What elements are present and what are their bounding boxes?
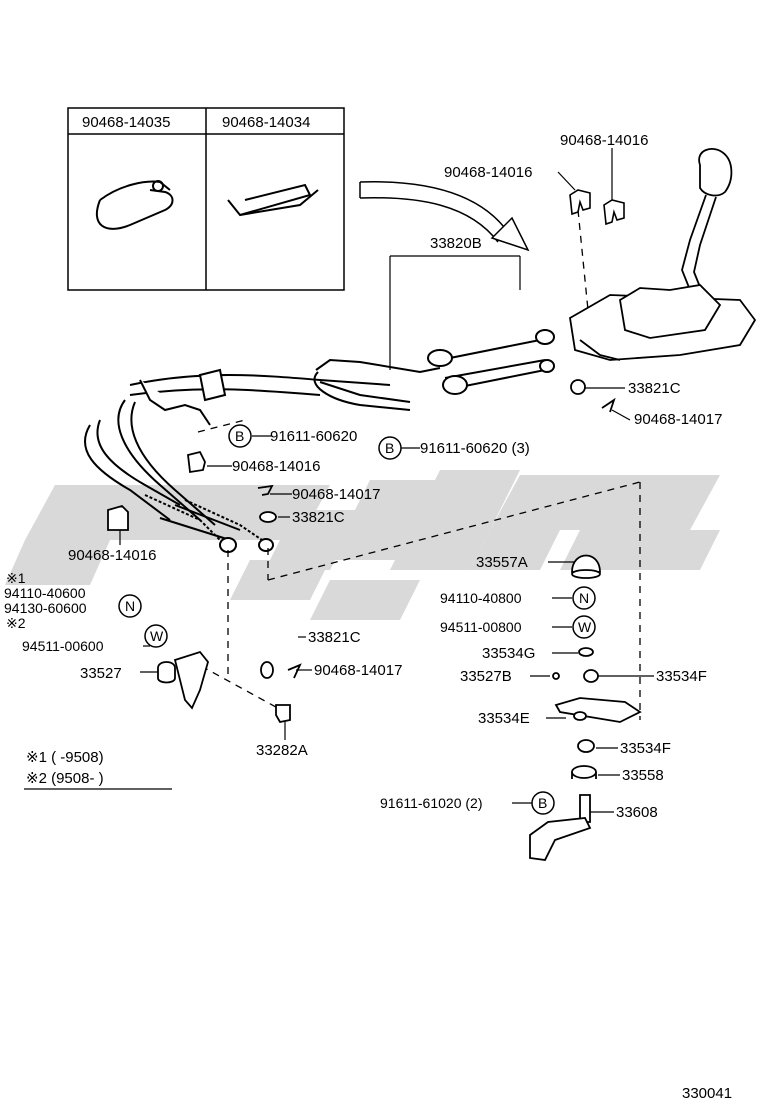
label-33821c-left: 33821C — [292, 509, 345, 526]
note-mark-1: ※1 — [6, 570, 26, 586]
inset-label-right: 90468-14034 — [222, 114, 310, 131]
symbol-b-2: B — [385, 440, 394, 456]
symbol-w-2: W — [578, 619, 592, 635]
label-91611-60620-mid: 91611-60620 (3) — [420, 440, 530, 457]
label-90468-14017-left: 90468-14017 — [292, 486, 380, 503]
small-parts-right — [529, 554, 642, 861]
shift-cable-drawing — [84, 329, 555, 553]
label-33821c-top: 33821C — [628, 380, 681, 397]
symbol-w-1: W — [150, 628, 164, 644]
legend-line-2: ※2 (9508- ) — [26, 770, 104, 787]
label-33534f-bottom: 33534F — [620, 740, 671, 757]
small-parts-left — [107, 379, 616, 724]
label-90468-14016-top-right: 90468-14016 — [560, 132, 648, 149]
label-33527b: 33527B — [460, 668, 512, 685]
label-90468-14016-left: 90468-14016 — [232, 458, 320, 475]
label-90468-14017-low: 90468-14017 — [314, 662, 402, 679]
diagram-id: 330041 — [682, 1085, 732, 1102]
inset-box — [67, 107, 345, 291]
label-94130-60600: 94130-60600 — [4, 600, 87, 616]
label-33820b: 33820B — [430, 235, 482, 252]
label-33558: 33558 — [622, 767, 664, 784]
inset-label-left: 90468-14035 — [82, 114, 170, 131]
leader-lines — [119, 148, 654, 813]
label-33608: 33608 — [616, 804, 658, 821]
clip-top-right — [603, 199, 625, 226]
label-94110-40800: 94110-40800 — [440, 590, 522, 606]
symbol-n-2: N — [579, 590, 589, 606]
curved-arrow — [359, 181, 530, 252]
label-94511-00600: 94511-00600 — [22, 638, 104, 654]
symbol-n-1: N — [125, 598, 135, 614]
label-94511-00800: 94511-00800 — [440, 619, 522, 635]
symbol-b-1: B — [235, 428, 244, 444]
label-90468-14016-top-mid: 90468-14016 — [444, 164, 532, 181]
label-33821c-low: 33821C — [308, 629, 361, 646]
symbol-b-3: B — [538, 795, 547, 811]
clip-spring-right-drawing — [227, 183, 319, 217]
circled-symbols — [118, 424, 596, 815]
label-33534f-top: 33534F — [656, 668, 707, 685]
legend-line-1: ※1 ( -9508) — [26, 749, 104, 766]
label-33557a: 33557A — [476, 554, 528, 571]
label-33534g: 33534G — [482, 645, 535, 662]
label-33527: 33527 — [80, 665, 122, 682]
note-mark-2: ※2 — [6, 615, 26, 631]
shift-lever-assembly-drawing — [569, 148, 757, 361]
label-91611-61020: 91611-61020 (2) — [380, 795, 482, 811]
label-94110-40600: 94110-40600 — [4, 585, 86, 601]
label-91611-60620-left: 91611-60620 — [270, 428, 357, 445]
clip-spring-left-drawing — [95, 180, 174, 230]
label-33534e: 33534E — [478, 710, 530, 727]
label-33282a: 33282A — [256, 742, 308, 759]
label-90468-14017-top: 90468-14017 — [634, 411, 722, 428]
label-90468-14016-bottom-left: 90468-14016 — [68, 547, 156, 564]
clip-top-mid — [569, 189, 591, 216]
